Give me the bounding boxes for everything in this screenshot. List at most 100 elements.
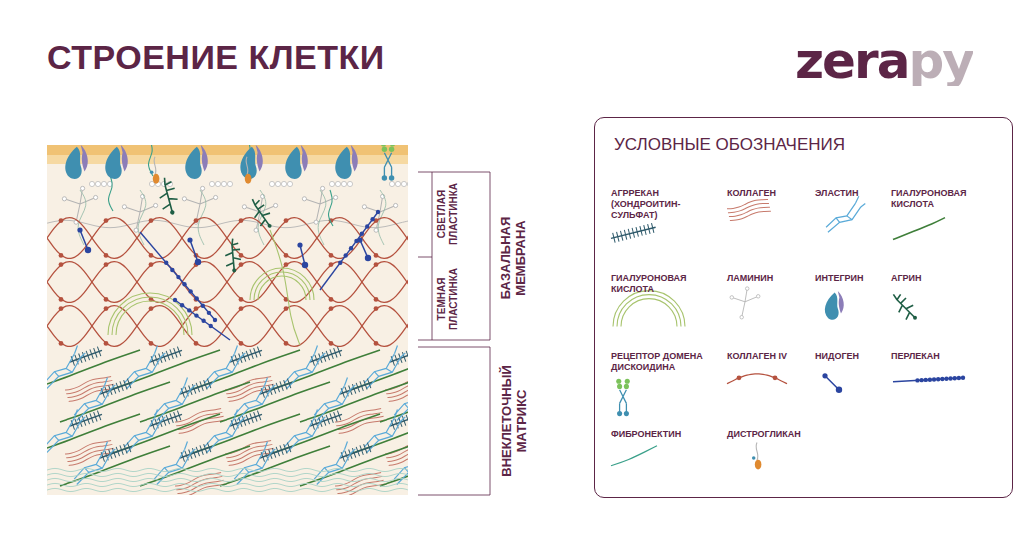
collagen-iv-node xyxy=(374,306,379,311)
laminin-end xyxy=(81,186,85,190)
hyaluronic-arc xyxy=(617,295,681,327)
integrin-beta xyxy=(185,147,201,179)
perlecan-domain xyxy=(365,224,369,228)
elastin-fiber xyxy=(244,467,248,473)
layer-label: СВЕТЛАЯ ПЛАСТИНКА xyxy=(436,175,459,253)
elastin-symbol xyxy=(306,376,362,421)
elastin-fiber xyxy=(386,367,392,374)
collagen-iv-node xyxy=(59,262,64,267)
aggrecan-tooth xyxy=(326,415,329,424)
legend-label: ЭЛАСТИН xyxy=(815,188,887,199)
legend-samples xyxy=(610,195,965,470)
elastin-fiber xyxy=(388,385,408,415)
elastin-fiber xyxy=(244,403,248,409)
dystroglycan-stem xyxy=(154,157,156,175)
collagen-iv-node xyxy=(149,253,154,258)
perlecan-domain xyxy=(953,376,957,380)
laminin-globule xyxy=(341,181,346,186)
elastin-fiber xyxy=(160,417,166,421)
elastin-fiber xyxy=(84,403,88,409)
perlecan-domain xyxy=(176,275,180,279)
laminin-globule xyxy=(95,181,100,186)
collagen-iv-node xyxy=(59,341,64,346)
elastin-fiber xyxy=(294,371,298,377)
aggrecan-tooth xyxy=(86,351,89,360)
agrin-dot xyxy=(231,268,237,274)
perlecan-domain xyxy=(201,319,205,323)
aggrecan-tooth xyxy=(86,415,89,424)
hyaluronic-fiber xyxy=(108,175,113,211)
elastin-fiber xyxy=(176,399,182,406)
collagen-iv-fiber xyxy=(47,262,408,303)
aggrecan-tooth xyxy=(196,383,199,392)
aggrecan-tooth xyxy=(617,232,619,242)
integrin-symbol xyxy=(825,291,844,320)
collagen-iv-fiber xyxy=(727,374,787,384)
aggrecan-tooth xyxy=(257,347,260,356)
elastin-fiber xyxy=(350,449,356,453)
aggrecan-tooth xyxy=(204,380,207,389)
collagen-strand xyxy=(176,410,223,427)
discoidin-domain xyxy=(390,145,395,147)
elastin-fiber xyxy=(182,441,190,449)
nidogen-head xyxy=(302,262,308,268)
discoidin-stem xyxy=(384,153,391,176)
elastin-fiber xyxy=(294,435,298,441)
elastin-symbol xyxy=(47,408,92,453)
legend-label: ИНТЕГРИН xyxy=(815,273,887,284)
laminin-globule xyxy=(89,181,94,186)
aggrecan-tooth xyxy=(174,348,177,357)
discoidin-domain xyxy=(625,379,630,384)
elastin-fiber xyxy=(320,417,326,421)
aggrecan-tooth xyxy=(287,443,290,452)
layer-bracket xyxy=(418,172,490,495)
integrin-alpha xyxy=(201,145,208,171)
perlecan-domain xyxy=(376,210,380,214)
elastin-fiber xyxy=(256,399,262,406)
discoidin-domain xyxy=(389,147,394,152)
integrin-symbol xyxy=(105,145,127,179)
integrin-beta xyxy=(825,293,839,320)
laminin-end xyxy=(274,203,278,207)
elastin-fiber xyxy=(240,417,246,421)
legend-label: НИДОГЕН xyxy=(815,351,887,362)
aggrecan-symbol xyxy=(388,346,408,367)
hyaluronic-fiber xyxy=(60,446,170,486)
hyaluronic-arc xyxy=(613,291,685,327)
aggrecan-tooth xyxy=(207,379,210,388)
collagen-iv-node xyxy=(737,375,742,380)
elastin-fiber xyxy=(374,371,378,377)
elastin-fiber xyxy=(847,215,852,221)
elastin-fiber xyxy=(102,377,110,385)
elastin-fiber xyxy=(824,207,866,232)
hyaluronic-arc xyxy=(254,272,310,300)
perlecan-domain xyxy=(338,261,342,265)
agrin-branch xyxy=(217,239,250,272)
dystroglycan-stem xyxy=(756,443,758,461)
aggrecan-tooth xyxy=(640,226,642,236)
aggrecan-tooth xyxy=(648,224,650,234)
hyaluronic-fiber xyxy=(350,350,408,390)
elastin-fiber xyxy=(240,353,246,357)
laminin-globule xyxy=(335,181,340,186)
perlecan-domain xyxy=(349,246,353,250)
aggrecan-tooth xyxy=(166,415,169,424)
elastin-fiber xyxy=(190,449,196,453)
collagen-iv-node xyxy=(239,306,244,311)
laminin-end xyxy=(254,228,258,232)
collagen-iv-fiber xyxy=(47,306,408,347)
perlecan-domain xyxy=(182,282,186,286)
perlecan-domain xyxy=(187,308,191,312)
perlecan-domain xyxy=(936,377,940,381)
laminin-globule xyxy=(227,181,232,186)
laminin-symbol xyxy=(122,194,157,232)
laminin-globule xyxy=(329,181,334,186)
aggrecan-tooth xyxy=(367,379,370,388)
nidogen-head xyxy=(297,242,302,247)
collagen-strand xyxy=(65,438,112,455)
laminin-globule xyxy=(347,181,352,186)
perlecan-domain xyxy=(195,296,199,300)
aggrecan-tooth xyxy=(207,443,210,452)
elastin-fiber xyxy=(342,377,350,385)
laminin-end xyxy=(745,287,749,291)
